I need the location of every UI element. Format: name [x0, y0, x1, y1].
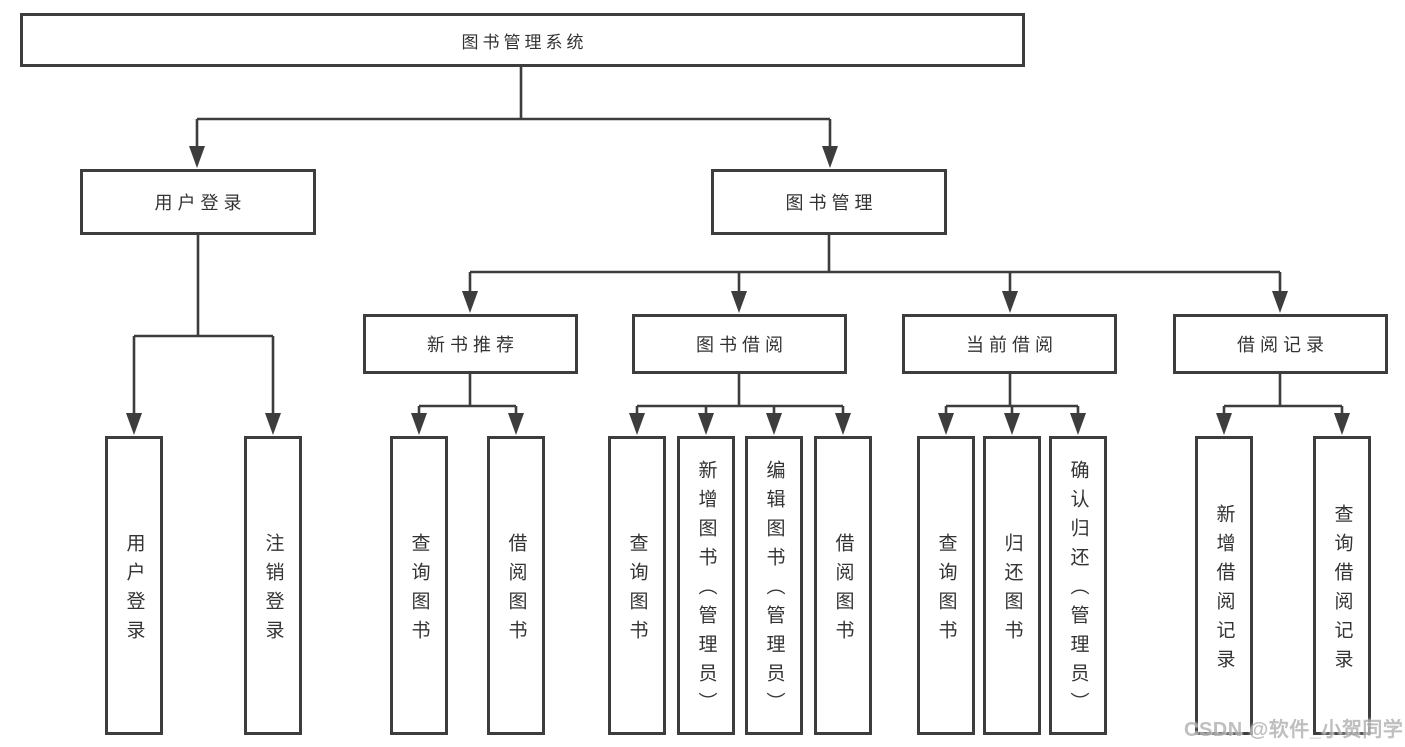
leaf-label: 新增图书（管理员）	[695, 460, 717, 721]
leaf-query-books: 查询图书	[390, 436, 448, 735]
leaf-label: 查询借阅记录	[1331, 503, 1353, 678]
connector-user-login	[132, 235, 275, 415]
leaf-add-borrow-record: 新增借阅记录	[1195, 436, 1253, 735]
leaf-confirm-return-admin: 确认归还（管理员）	[1049, 436, 1107, 735]
leaf-label: 确认归还（管理员）	[1067, 460, 1089, 721]
node-label: 用户登录	[154, 193, 247, 213]
leaf-edit-book-admin: 编辑图书（管理员）	[745, 436, 803, 735]
leaf-query-books: 查询图书	[608, 436, 666, 735]
node-book-borrow: 图书借阅	[632, 314, 847, 374]
leaf-add-book-admin: 新增图书（管理员）	[677, 436, 735, 735]
node-label: 图书管理系统	[461, 32, 588, 52]
leaf-label: 编辑图书（管理员）	[763, 460, 785, 721]
leaf-logout: 注销登录	[244, 436, 302, 735]
leaf-borrow-books: 借阅图书	[814, 436, 872, 735]
connector-root	[195, 67, 832, 148]
leaf-label: 借阅图书	[832, 532, 854, 649]
node-user-login: 用户登录	[80, 169, 316, 235]
node-new-book-recommend: 新书推荐	[363, 314, 578, 374]
connector-current-borrow	[944, 374, 1080, 415]
csdn-watermark: CSDN @软件_小贺同学	[1184, 719, 1404, 741]
connector-book-management	[468, 235, 1282, 293]
leaf-label: 新增借阅记录	[1213, 503, 1235, 678]
leaf-query-borrow-record: 查询借阅记录	[1313, 436, 1371, 735]
leaf-return-book: 归还图书	[983, 436, 1041, 735]
leaf-label: 查询图书	[935, 532, 957, 649]
leaf-label: 查询图书	[408, 532, 430, 649]
node-label: 图书管理	[785, 193, 878, 213]
leaf-label: 归还图书	[1001, 532, 1023, 649]
leaf-borrow-books: 借阅图书	[487, 436, 545, 735]
node-label: 新书推荐	[427, 335, 519, 355]
leaf-label: 借阅图书	[505, 532, 527, 649]
leaf-query-books: 查询图书	[917, 436, 975, 735]
node-label: 图书借阅	[696, 335, 788, 355]
node-book-management: 图书管理	[711, 169, 947, 235]
leaf-label: 查询图书	[626, 532, 648, 649]
connector-new-book	[417, 374, 518, 415]
leaf-label: 注销登录	[262, 532, 284, 649]
node-borrow-records: 借阅记录	[1173, 314, 1388, 374]
leaf-label: 用户登录	[123, 532, 145, 649]
leaf-user-login: 用户登录	[105, 436, 163, 735]
node-label: 借阅记录	[1237, 335, 1329, 355]
node-current-borrow: 当前借阅	[902, 314, 1117, 374]
connector-borrow-records	[1222, 374, 1344, 415]
node-label: 当前借阅	[966, 335, 1058, 355]
connector-book-borrow	[635, 374, 845, 415]
node-root-system: 图书管理系统	[20, 13, 1025, 67]
